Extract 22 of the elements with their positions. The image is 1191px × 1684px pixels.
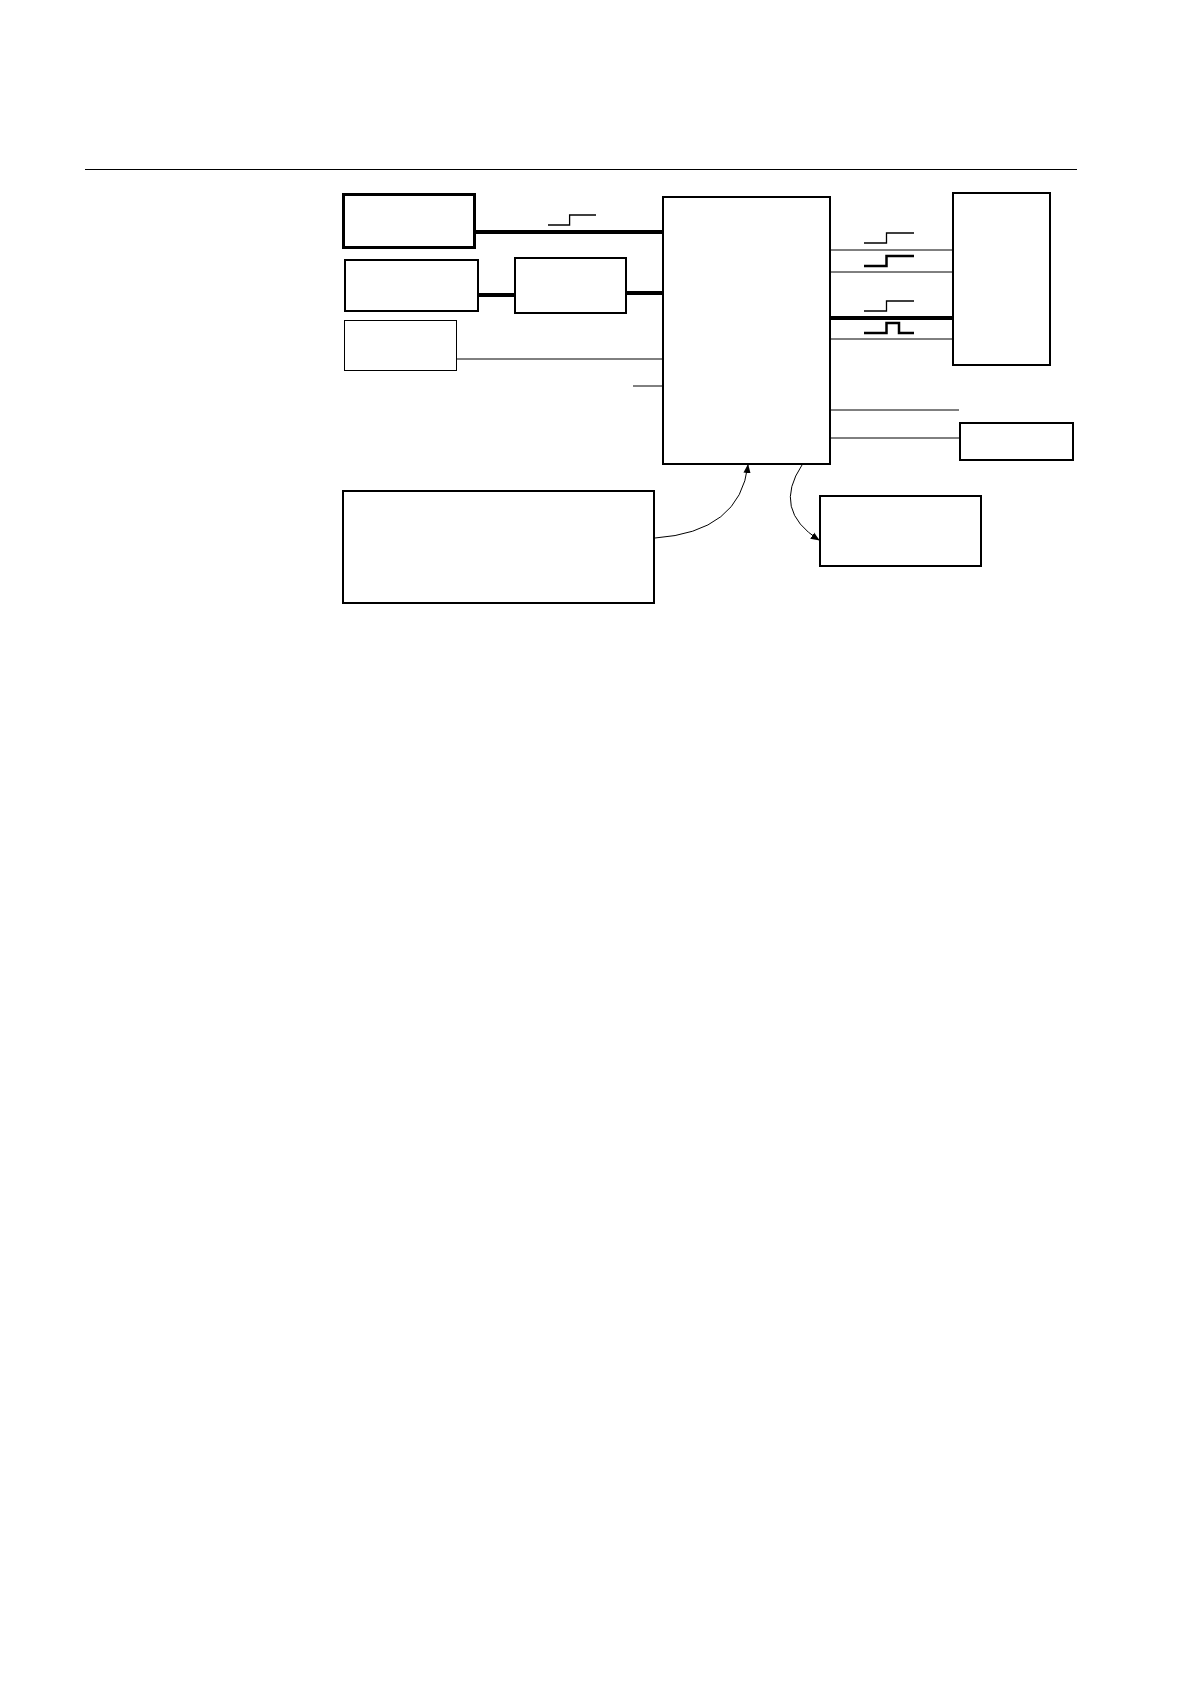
block-box [952, 192, 1051, 366]
block-box [342, 193, 476, 249]
connector-line [627, 291, 662, 295]
connector-line [456, 358, 663, 360]
connector-line [830, 409, 960, 411]
connector-line [830, 271, 953, 273]
connector-line [831, 316, 952, 320]
connector-line [830, 338, 953, 340]
block-box [819, 495, 982, 567]
connector-line [476, 230, 662, 234]
arrow [789, 464, 820, 541]
connector-line [830, 437, 960, 439]
connector-line [830, 249, 953, 251]
block-box [959, 422, 1074, 461]
block-box [344, 320, 457, 371]
block-box [344, 259, 479, 312]
arrow [654, 464, 751, 539]
block-box [514, 257, 627, 314]
block-box [342, 490, 655, 604]
block-box [662, 196, 831, 465]
connector-line [632, 385, 663, 387]
connector-line [479, 293, 514, 297]
